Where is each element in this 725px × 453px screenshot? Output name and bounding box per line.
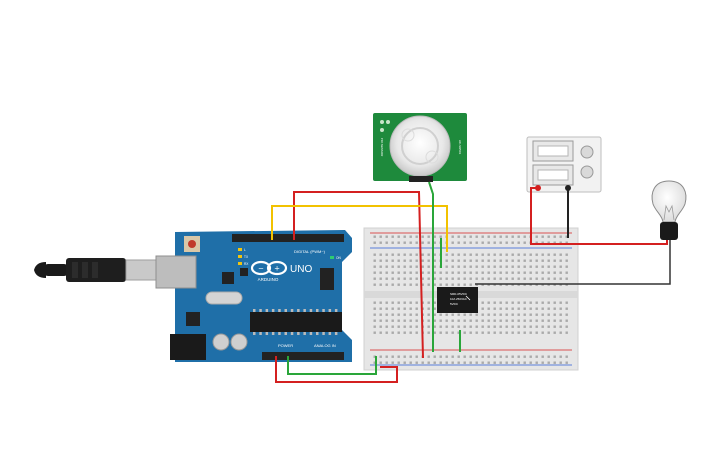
chip-pin xyxy=(328,332,332,335)
chip-pin xyxy=(316,332,319,335)
top-power-rail[interactable] xyxy=(372,235,570,247)
chip-pin xyxy=(309,309,313,312)
chip-pin xyxy=(265,309,269,312)
l-led xyxy=(238,248,242,251)
power-jack xyxy=(170,334,206,360)
brand-label: ARDUINO xyxy=(258,277,279,282)
chip-pin xyxy=(334,332,338,335)
power-supply-module[interactable] xyxy=(526,136,602,193)
relay-module[interactable]: SRD-05VDC 10A 250VAC 5VDC xyxy=(437,287,478,313)
pir-label-right: HC-SR501 xyxy=(458,140,462,155)
voltage-regulator xyxy=(186,312,200,326)
digital-header[interactable] xyxy=(232,234,344,242)
chip-pin xyxy=(297,309,300,312)
usb-cable xyxy=(34,258,161,282)
relay-label-3: 5VDC xyxy=(450,302,459,306)
chip-pin xyxy=(253,332,256,335)
chip-pin xyxy=(259,309,262,312)
chip-pin xyxy=(322,332,325,335)
model-label: UNO xyxy=(290,264,312,275)
chip-pin xyxy=(253,309,256,312)
l-label: L xyxy=(244,248,246,252)
chip-pin xyxy=(303,309,306,312)
arduino-logo: − + xyxy=(250,260,288,276)
capacitor xyxy=(230,333,248,351)
pir-motion-sensor[interactable]: PIR SENSOR HC-SR501 xyxy=(373,113,467,182)
wire-green xyxy=(287,356,377,375)
chip-pin xyxy=(334,309,338,312)
chip-pin xyxy=(259,332,262,335)
pir-pins xyxy=(409,176,433,182)
digital-label: DIGITAL (PWM~) xyxy=(294,249,326,254)
pir-label-left: PIR SENSOR xyxy=(380,138,384,157)
chip-pin xyxy=(290,309,294,312)
chip-pin xyxy=(278,332,281,335)
chip-pin xyxy=(303,332,306,335)
wire-yellow xyxy=(271,205,448,252)
chip-pin xyxy=(271,332,275,335)
top-terminal-strip[interactable] xyxy=(372,253,570,289)
analog-label: ANALOG IN xyxy=(314,343,336,348)
wire-green xyxy=(428,181,434,352)
chip-pin xyxy=(297,332,300,335)
chip-pin xyxy=(309,332,313,335)
chip-pin xyxy=(290,332,294,335)
wire-black xyxy=(475,240,671,285)
atmega-chip xyxy=(250,312,342,332)
usb-jack xyxy=(155,255,197,289)
wires xyxy=(271,181,671,383)
bottom-power-rail[interactable] xyxy=(372,352,570,364)
chip-pin xyxy=(316,309,319,312)
power-analog-header[interactable] xyxy=(262,352,344,360)
tx-label: TX xyxy=(244,255,249,259)
light-bulb[interactable] xyxy=(651,180,687,240)
chip-pin xyxy=(284,332,287,335)
wire-red xyxy=(293,191,424,359)
rx-label: RX xyxy=(244,262,249,266)
on-led xyxy=(330,256,334,259)
chip-pin xyxy=(265,332,269,335)
chip-pin xyxy=(271,309,275,312)
on-label: ON xyxy=(336,256,341,260)
chip-pin xyxy=(278,309,281,312)
chip-pin xyxy=(322,309,325,312)
bulb-socket xyxy=(660,222,678,240)
relay-label-2: 10A 250VAC xyxy=(450,297,468,301)
svg-text:+: + xyxy=(274,265,280,273)
knob[interactable] xyxy=(580,165,594,179)
power-label: POWER xyxy=(278,343,293,348)
relay-label-1: SRD-05VDC xyxy=(450,292,468,296)
icsp-header xyxy=(320,268,334,290)
rx-led xyxy=(238,262,242,265)
tx-led xyxy=(238,255,242,258)
usb-chip xyxy=(222,272,234,284)
knob[interactable] xyxy=(580,145,594,159)
crystal-oscillator xyxy=(205,291,243,305)
chip-pin xyxy=(284,309,287,312)
wire-red xyxy=(275,356,398,383)
pir-dome xyxy=(389,115,451,177)
svg-text:−: − xyxy=(258,265,264,273)
capacitor xyxy=(212,333,230,351)
arduino-uno-board[interactable]: − + UNO ARDUINO DIGITAL (PWM~) POWER ANA… xyxy=(155,230,352,362)
chip-pin xyxy=(328,309,332,312)
wire-red xyxy=(530,187,668,245)
